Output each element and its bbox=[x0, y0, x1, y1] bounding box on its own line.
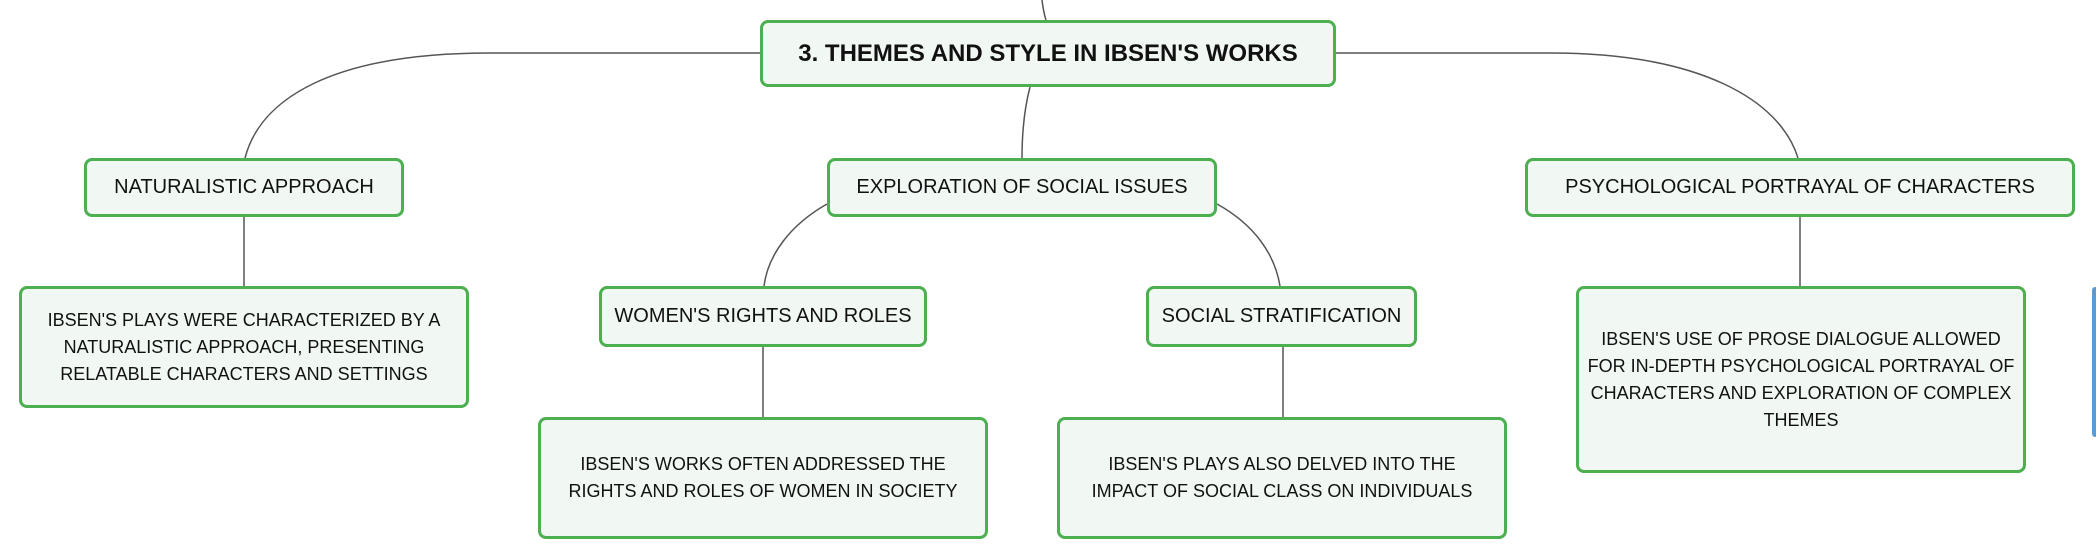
connector-social-to-stratification bbox=[1216, 203, 1281, 287]
connector-parent-to-root bbox=[1041, 0, 1047, 21]
social-stratification-node[interactable]: SOCIAL STRATIFICATION bbox=[1146, 286, 1417, 347]
psychological-portrayal-node[interactable]: PSYCHOLOGICAL PORTRAYAL OF CHARACTERS bbox=[1525, 158, 2075, 217]
connector-root-to-psychological bbox=[1335, 52, 1799, 159]
social-issues-node[interactable]: EXPLORATION OF SOCIAL ISSUES bbox=[827, 158, 1217, 217]
womens-rights-node[interactable]: WOMEN'S RIGHTS AND ROLES bbox=[599, 286, 927, 347]
social-stratification-detail-node[interactable]: IBSEN'S PLAYS ALSO DELVED INTO THE IMPAC… bbox=[1057, 417, 1507, 539]
connector-root-to-naturalistic bbox=[244, 52, 760, 159]
naturalistic-approach-node[interactable]: NATURALISTIC APPROACH bbox=[84, 158, 404, 217]
root-node[interactable]: 3. THEMES AND STYLE IN IBSEN'S WORKS bbox=[760, 20, 1336, 87]
psychological-detail-node[interactable]: IBSEN'S USE OF PROSE DIALOGUE ALLOWED FO… bbox=[1576, 286, 2026, 473]
side-panel-tab[interactable] bbox=[2092, 287, 2096, 437]
connector-root-to-social-issues bbox=[1021, 86, 1031, 159]
womens-rights-detail-node[interactable]: IBSEN'S WORKS OFTEN ADDRESSED THE RIGHTS… bbox=[538, 417, 988, 539]
naturalistic-detail-node[interactable]: IBSEN'S PLAYS WERE CHARACTERIZED BY A NA… bbox=[19, 286, 469, 408]
connector-social-to-women bbox=[763, 203, 828, 287]
